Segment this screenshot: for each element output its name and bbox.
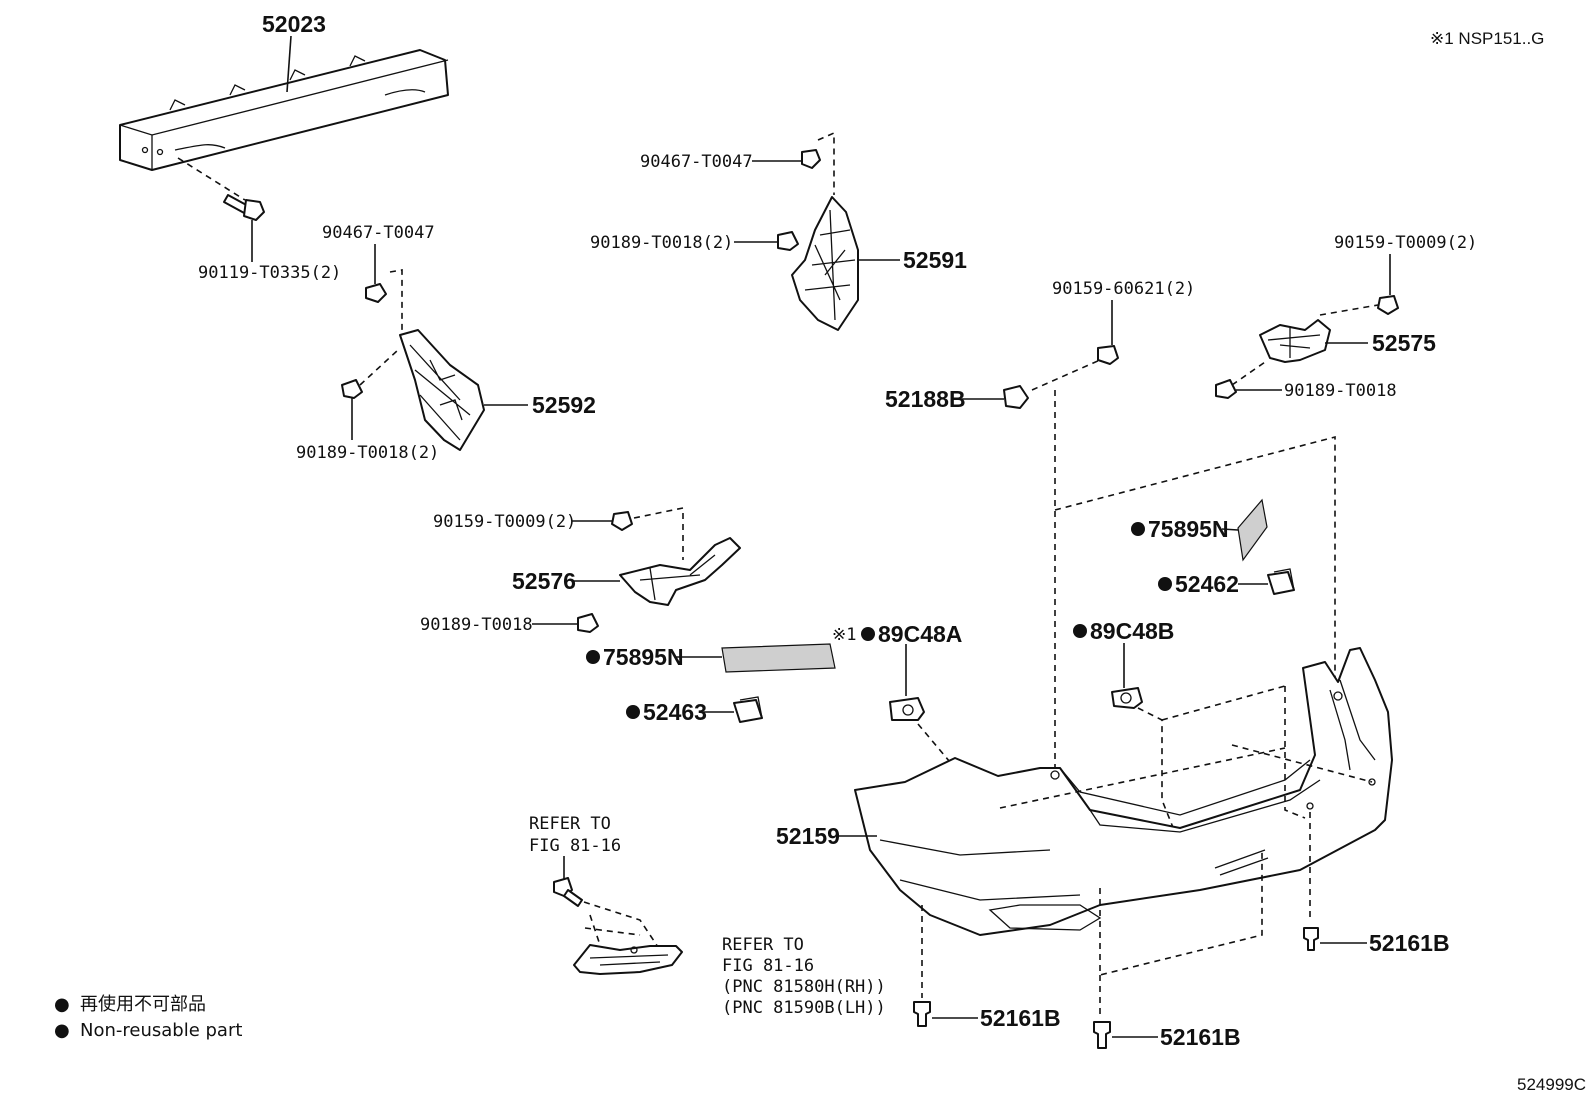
clip-icon: [777, 231, 799, 251]
part-label-52161B-b: 52161B: [980, 1005, 1061, 1031]
part-label-52188B: 52188B: [885, 386, 966, 412]
legend-dot-1: ●: [54, 994, 70, 1015]
part-label-90189-T0018-b: 90189-T0018(2): [590, 233, 733, 253]
part-label-52462: 52462: [1175, 571, 1239, 597]
reinforcement-beam-52023: [119, 49, 449, 171]
bolt-icon: [553, 877, 583, 907]
legend-text-ja: 再使用不可部品: [80, 994, 206, 1015]
clip-icon: [1303, 927, 1319, 951]
nut-icon: [1003, 385, 1029, 409]
clip-icon: [1215, 379, 1237, 399]
reference-fog-lamp-line1: REFER TO: [722, 935, 804, 955]
part-label-52592: 52592: [532, 392, 596, 418]
part-label-52463: 52463: [643, 699, 707, 725]
part-label-90467-T0047-a: 90467-T0047: [322, 223, 435, 243]
bolt-icon: [223, 194, 265, 221]
clip-icon: [341, 379, 363, 399]
part-label-90159-T0009-b: 90159-T0009(2): [433, 512, 576, 532]
model-note: ※1 NSP151..G: [1430, 29, 1544, 48]
tape-strip-75895N: [721, 643, 836, 673]
bumper-retainer-bracket-52592: [399, 329, 485, 451]
figure-code: 524999C: [1517, 1075, 1586, 1094]
cushion-block-52463: [733, 696, 763, 723]
rear-bumper-cover-52159: [854, 647, 1393, 936]
part-label-90467-T0047-b: 90467-T0047: [640, 152, 753, 172]
legend-text-en: Non-reusable part: [80, 1020, 242, 1041]
part-label-90189-T0018-a: 90189-T0018(2): [296, 443, 439, 463]
bumper-side-bracket-52576: [619, 537, 741, 606]
non-reusable-mark: [1073, 624, 1087, 638]
clip-icon: [365, 283, 387, 303]
clip-icon: [913, 1001, 931, 1027]
part-label-52161B-c: 52161B: [1160, 1024, 1241, 1050]
clip-icon: [801, 149, 821, 169]
non-reusable-mark: [861, 627, 875, 641]
legend: ● 再使用不可部品 ● Non-reusable part: [54, 994, 242, 1041]
reference-fog-bolt-line1: REFER TO: [529, 814, 611, 834]
screw-icon: [1377, 295, 1399, 315]
part-label-52161B-a: 52161B: [1369, 930, 1450, 956]
non-reusable-mark: [1158, 577, 1172, 591]
part-label-52576: 52576: [512, 568, 576, 594]
fog-lamp-reflector: [573, 944, 683, 975]
reference-fog-lamp-line3: (PNC 81580H(RH)): [722, 977, 886, 997]
clip-icon: [1093, 1021, 1111, 1049]
screw-icon: [611, 511, 633, 531]
part-label-75895N-a: 75895N: [603, 644, 684, 670]
non-reusable-mark: [586, 650, 600, 664]
reference-fog-lamp-line4: (PNC 81590B(LH)): [722, 998, 886, 1018]
part-label-90189-T0018-c: 90189-T0018: [1284, 381, 1397, 401]
part-label-89C48B: 89C48B: [1090, 618, 1174, 644]
tape-strip-75895N: [1237, 498, 1268, 562]
part-label-90189-T0018-d: 90189-T0018: [420, 615, 533, 635]
reference-fog-lamp-line2: FIG 81-16: [722, 956, 814, 976]
clip-icon: [577, 613, 599, 633]
part-label-89C48A: 89C48A: [878, 621, 962, 647]
part-label-90159-T0009-a: 90159-T0009(2): [1334, 233, 1477, 253]
parking-sensor-89C48A: [889, 697, 925, 721]
bumper-side-bracket-52575: [1259, 319, 1331, 363]
reference-fog-bolt-line2: FIG 81-16: [529, 836, 621, 856]
non-reusable-mark: [626, 705, 640, 719]
non-reusable-mark: [1131, 522, 1145, 536]
part-label-52159: 52159: [776, 823, 840, 849]
part-label-52591: 52591: [903, 247, 967, 273]
part-label-90119-T0335: 90119-T0335(2): [198, 263, 341, 283]
cushion-block-52462: [1267, 568, 1295, 595]
part-label-52023: 52023: [262, 11, 326, 37]
part-label-75895N-b: 75895N: [1148, 516, 1229, 542]
model-note-89C48A: ※1: [832, 625, 856, 645]
part-label-90159-60621: 90159-60621(2): [1052, 279, 1195, 299]
parking-sensor-89C48B: [1111, 687, 1143, 709]
screw-icon: [1097, 345, 1119, 365]
part-label-52575: 52575: [1372, 330, 1436, 356]
bumper-retainer-bracket-52591: [791, 196, 859, 331]
legend-dot-2: ●: [54, 1020, 70, 1041]
